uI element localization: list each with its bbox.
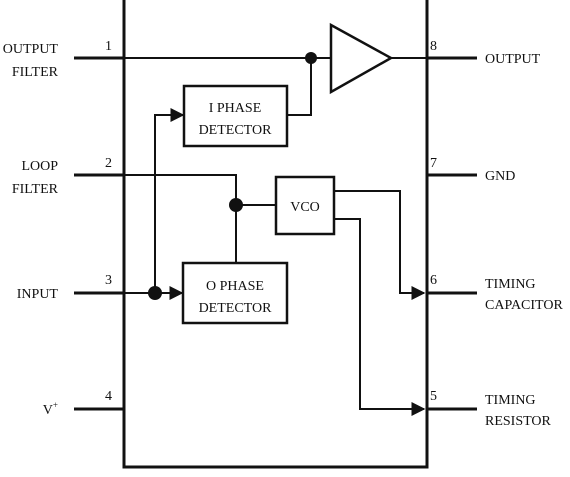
q-phase-detector-block [181,261,289,325]
pin-1-label-line1: OUTPUT [3,42,59,57]
pin-3-number: 3 [105,273,112,288]
i-phase-label-line2: DETECTOR [199,123,273,138]
pin-7-label: GND [485,169,515,184]
i-phase-detector-block [182,84,289,148]
pin-4-label-sup: + [53,400,58,410]
junction-loop [229,198,243,212]
chip-body [122,0,429,469]
wire-input-iphase [154,108,185,293]
amplifier-symbol [329,22,394,95]
q-phase-label-line2: DETECTOR [199,301,273,316]
pin-2-label-line2: FILTER [12,182,59,197]
i-phase-label-line1: I PHASE [209,101,262,116]
pin-6-label-line1: TIMING [485,277,536,292]
pin-3-label: INPUT [17,287,59,302]
junction-input [148,286,162,300]
pin-1-number: 1 [105,39,112,54]
pin-6-number: 6 [430,273,437,288]
pin-5-number: 5 [430,389,437,404]
pin-6-label-line2: CAPACITOR [485,298,563,313]
vco-label: VCO [290,200,320,215]
wire-loopfilter [124,174,237,205]
pin-8-number: 8 [430,39,437,54]
wire-iphase-node [287,58,312,116]
wire-vco-pin5 [334,218,426,416]
pin-5-label-line1: TIMING [485,393,536,408]
q-phase-label-line1: O PHASE [206,279,264,294]
pin-8-label: OUTPUT [485,52,541,67]
pin-4-label: V+ [43,400,58,418]
vco-block [274,175,336,236]
pin-4-number: 4 [105,389,112,404]
junction-output [305,52,317,64]
pin-5-label-line2: RESISTOR [485,414,552,429]
pin-7-number: 7 [430,156,437,171]
wire-vco-pin6 [334,190,426,300]
pin-leads [74,56,477,411]
pin-2-label-line1: LOOP [21,159,58,174]
pin-1-label-line2: FILTER [12,65,59,80]
pin-2-number: 2 [105,156,112,171]
